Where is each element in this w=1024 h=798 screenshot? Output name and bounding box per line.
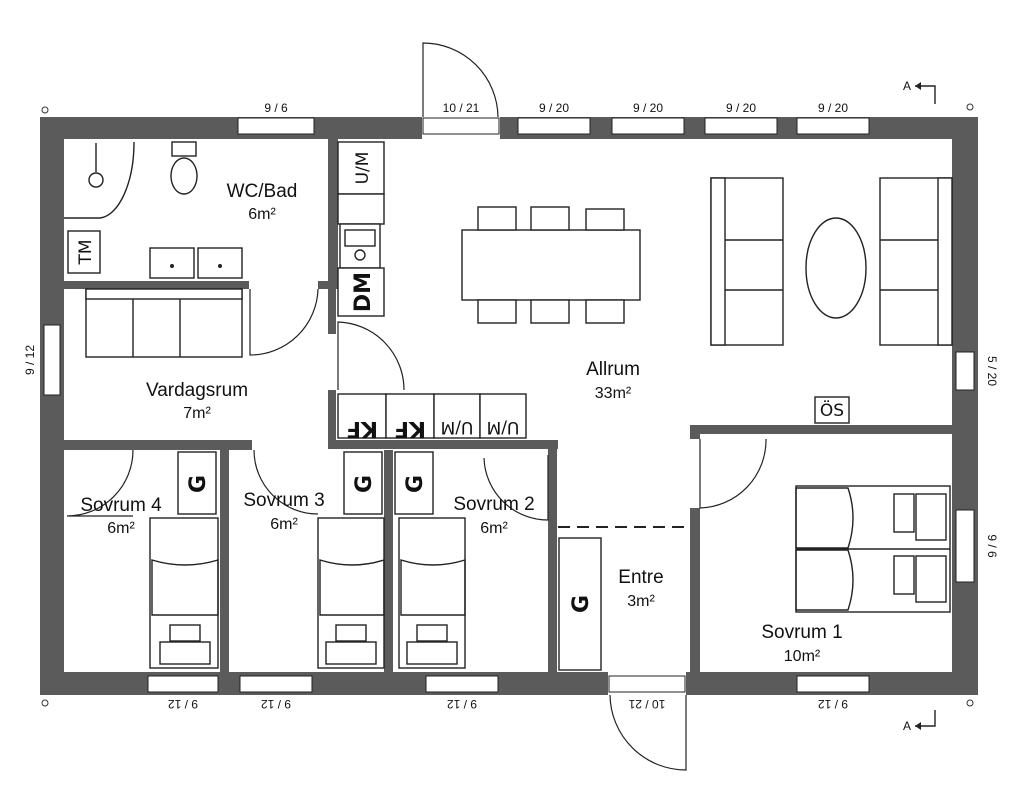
chair-icon (585, 208, 625, 231)
room-area-sovrum3: 6m² (270, 516, 298, 533)
g-label-entre: G (569, 595, 594, 613)
window-label-right-1: 5 / 20 (985, 356, 999, 386)
g-label-sovrum4: G (186, 475, 211, 493)
bed-icon-sovrum2 (398, 517, 466, 669)
room-area-sovrum4: 6m² (107, 520, 135, 537)
allrum-sofa-right-icon (879, 177, 953, 346)
room-area-allrum: 33m² (595, 385, 632, 402)
bed-icon-sovrum1 (795, 485, 951, 613)
wardrobe-sovrum2: G (394, 451, 434, 515)
chair-icon (530, 299, 570, 324)
window-label-top-4: 9 / 20 (726, 101, 756, 115)
window-label-bottom-door: 10 / 21 (628, 697, 665, 711)
fridge-icon (385, 393, 435, 439)
washing-machine-icon (67, 230, 101, 274)
window-label-top-5: 9 / 20 (818, 101, 848, 115)
room-name-entre: Entre (618, 567, 663, 588)
window-label-bottom-4: 9 / 12 (818, 697, 848, 711)
room-name-wc: WC/Bad (227, 181, 298, 202)
window-openings (43, 117, 975, 693)
room-name-sovrum4: Sovrum 4 (80, 495, 162, 516)
window-label-top-1: 9 / 6 (264, 101, 288, 115)
g-label-sovrum3: G (352, 475, 377, 493)
kf-label-2: KF (394, 416, 426, 441)
room-name-sovrum3: Sovrum 3 (243, 490, 324, 511)
coffee-table-icon (805, 217, 867, 319)
um-label-2: U/M (487, 417, 520, 437)
room-name-sovrum2: Sovrum 2 (453, 494, 534, 515)
doors (66, 42, 767, 771)
window-label-top-door: 10 / 21 (443, 101, 480, 115)
allrum-sofa-left-icon (710, 177, 784, 346)
wardrobe-sovrum3: G (343, 451, 383, 515)
room-name-vardagsrum: Vardagsrum (146, 380, 248, 401)
room-area-vardagsrum: 7m² (183, 405, 211, 422)
section-marker-top-label: A (903, 79, 911, 93)
window-label-bottom-2: 9 / 12 (261, 697, 291, 711)
room-name-allrum: Allrum (586, 359, 640, 380)
os-label: ÖS (820, 399, 844, 421)
room-labels: WC/Bad 6m² Vardagsrum 7m² Allrum 33m² So… (80, 181, 842, 665)
window-label-bottom-3: 9 / 12 (447, 697, 477, 711)
bed-icon-sovrum3 (317, 517, 385, 669)
wardrobe-sovrum4: G (177, 451, 217, 515)
window-label-top-2: 9 / 20 (539, 101, 569, 115)
interior-walls (64, 139, 952, 672)
fridge-icon (337, 393, 387, 439)
window-label-left-1: 9 / 12 (23, 345, 37, 375)
cabinet-icon (479, 393, 527, 439)
wardrobe-entre: G (558, 537, 602, 671)
vardagsrum-sofa-icon (85, 288, 243, 358)
window-label-bottom-1: 9 / 12 (168, 697, 198, 711)
sink-icon (197, 247, 243, 279)
appliance-row: KF KF U/M U/M (337, 393, 527, 441)
fridge-freezer-icon (337, 141, 385, 195)
um-label-1: U/M (441, 417, 474, 437)
section-marker-bottom: A (903, 710, 936, 733)
chair-icon (530, 206, 570, 231)
dishwasher-icon (337, 267, 385, 317)
os-symbol: ÖS (814, 396, 850, 424)
chair-icon (585, 299, 625, 324)
room-name-sovrum1: Sovrum 1 (761, 622, 842, 643)
toilet-icon (171, 141, 197, 157)
window-labels: 9 / 6 10 / 21 9 / 20 9 / 20 9 / 20 9 / 2… (23, 101, 999, 711)
section-marker-bottom-label: A (903, 719, 911, 733)
corner-markers (41, 103, 974, 707)
chair-icon (477, 206, 517, 231)
sink-icon (149, 247, 195, 279)
shower-drain-icon (88, 172, 104, 188)
kitchen-column: U/M DM (337, 141, 385, 317)
room-area-wc: 6m² (248, 206, 276, 223)
dm-label: DM (351, 272, 376, 312)
cabinet-icon (433, 393, 481, 439)
room-area-entre: 3m² (627, 593, 655, 610)
bed-icon-sovrum4 (149, 517, 219, 669)
chair-icon (477, 299, 517, 324)
kf-label-1: KF (346, 416, 378, 441)
room-area-sovrum2: 6m² (480, 520, 508, 537)
window-label-right-2: 9 / 6 (985, 534, 999, 558)
g-label-sovrum2: G (403, 475, 428, 493)
wc-fixtures: TM (64, 141, 243, 279)
tm-label: TM (76, 239, 96, 265)
window-label-top-3: 9 / 20 (633, 101, 663, 115)
section-marker-top: A (903, 79, 936, 104)
dining-table-icon (461, 206, 641, 324)
room-area-sovrum1: 10m² (784, 648, 821, 665)
um-kitchen-label: U/M (353, 152, 373, 185)
